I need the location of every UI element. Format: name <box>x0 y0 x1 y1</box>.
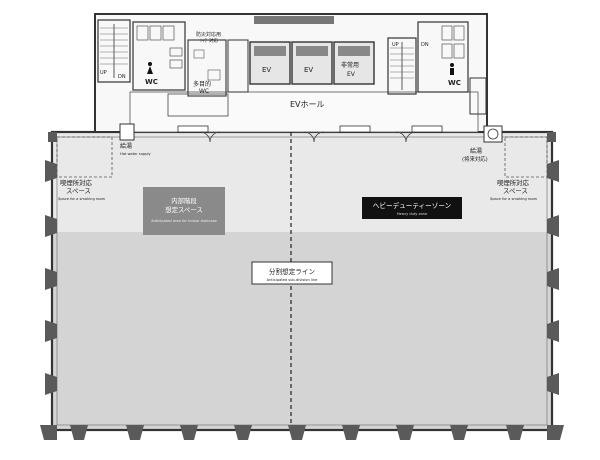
right-stair-dn-label: DN <box>421 42 429 48</box>
core-ev-hall-zone <box>129 91 479 133</box>
smoking-room-left-zone <box>56 136 113 178</box>
right-wc-room <box>417 21 469 93</box>
hot-water-left-label: 給湯 <box>120 142 132 150</box>
indoor-stair-zone <box>143 187 225 235</box>
multi-wc-room <box>187 39 227 97</box>
heavy-duty-zone <box>362 197 462 219</box>
smoking-left-en: Space for a smoking room <box>58 197 106 201</box>
indoor-stair-en: Anticipated area for indoor staircase <box>151 219 217 223</box>
ps-label: 防災対応用 <box>196 31 221 38</box>
hot-water-left-sub: Hot water supply <box>120 152 152 156</box>
ev-1-label: EV <box>262 66 271 74</box>
male-icon <box>450 63 454 75</box>
office-area-upper <box>52 132 552 232</box>
corner-column-tr <box>547 132 556 142</box>
elevator-shafts <box>249 41 375 85</box>
hot-water-right-sub: (将来対応) <box>462 155 488 163</box>
corner-column-tl <box>48 132 57 142</box>
multi-wc-sub: WC <box>199 88 209 95</box>
ev-2-label: EV <box>304 66 313 74</box>
smoking-left-label-2: スペース <box>66 187 91 195</box>
shower-label: ｼｬﾜｰ対応 <box>200 37 218 44</box>
division-en: Anticipated sub-division line <box>267 278 319 282</box>
right-stair-up-label: UP <box>392 42 399 48</box>
corner-column-bl <box>40 425 57 440</box>
left-stair <box>97 19 131 83</box>
hot-water-left-box <box>119 123 135 141</box>
ev-hall-label: EVホール <box>290 100 325 109</box>
left-stair-up-label: UP <box>100 70 107 76</box>
left-wc-label: WC <box>145 78 158 86</box>
heavy-duty-en: Heavy duty zone <box>397 212 428 216</box>
smoking-room-right-zone <box>504 136 548 178</box>
right-columns <box>547 160 559 395</box>
ev-3-label: 非常用 <box>341 61 359 69</box>
corner-column-br <box>547 425 564 440</box>
division-label-box <box>251 261 333 285</box>
smoking-right-label-2: スペース <box>503 187 528 195</box>
indoor-stair-label-2: 想定スペース <box>165 205 203 214</box>
hot-water-right-label: 給湯 <box>470 147 482 155</box>
left-stair-dn-label: DN <box>118 74 126 80</box>
heavy-duty-label: ヘビーデューティーゾーン <box>373 201 452 210</box>
core-top-vent <box>254 16 334 24</box>
smoking-right-en: Space for a smoking room <box>490 197 538 201</box>
female-icon <box>147 62 153 74</box>
division-label: 分割想定ライン <box>269 267 316 276</box>
smoking-right-label-1: 喫煙所対応 <box>497 178 530 187</box>
hot-water-right-box <box>483 125 503 143</box>
ev-3-sub: EV <box>347 71 356 78</box>
right-stair <box>387 37 417 95</box>
right-wc-label: WC <box>448 79 461 87</box>
left-columns <box>45 160 57 395</box>
smoking-left-label-1: 喫煙所対応 <box>60 178 93 187</box>
multi-wc-label: 多目的 <box>193 80 211 88</box>
left-wc-room <box>132 21 186 91</box>
bottom-columns <box>70 425 524 440</box>
indoor-stair-label-1: 内部階段 <box>171 196 197 205</box>
